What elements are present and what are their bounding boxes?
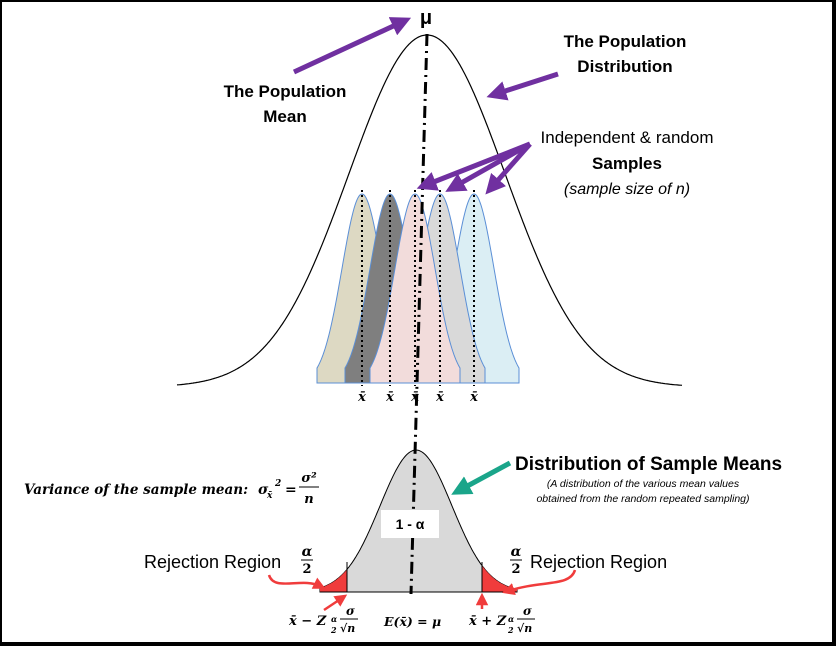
rejection-region-right-label: Rejection Region: [530, 552, 667, 572]
upper-sqrt-n: √n: [517, 622, 532, 635]
lower-sigma: σ: [346, 604, 355, 618]
mu-label: μ: [420, 7, 432, 29]
variance-label: Variance of the sample mean:: [24, 482, 248, 498]
sample-mean-label-3: x̄: [410, 390, 419, 405]
sample-mean-label-2: x̄: [385, 390, 394, 405]
expectation-formula: E(x̄) = μ: [383, 614, 441, 629]
left-two: 2: [302, 562, 311, 577]
variance-lhs: σ: [258, 482, 269, 498]
samples-label-2: Samples: [592, 154, 662, 173]
rejection-region-left-label: Rejection Region: [144, 552, 281, 572]
sampling-distribution-sub-1: (A distribution of the various mean valu…: [547, 478, 740, 490]
arrow-to-mu: [292, 17, 412, 75]
svg-text:=: =: [285, 482, 297, 498]
population-distribution-curve: [176, 34, 683, 386]
rejection-region-left-area: [320, 569, 347, 592]
purple-arrows: [292, 17, 559, 195]
sample-mean-label-4: x̄: [435, 390, 444, 405]
upper-sub-alpha: α: [508, 614, 514, 624]
left-curved-arrow: [267, 574, 326, 589]
confidence-box: [381, 510, 439, 538]
population-mean-label-2: Mean: [263, 107, 306, 126]
population-mean-line: [409, 33, 429, 595]
arrow-to-population: [486, 71, 559, 101]
upper-bound-formula: x̄ + Z α 2 σ √n: [468, 604, 535, 635]
samples-label-3: (sample size of n): [564, 181, 690, 198]
variance-denominator: n: [304, 492, 313, 507]
confidence-label: 1 - α: [396, 516, 425, 532]
lower-bound-text: x̄ − Z: [288, 614, 327, 629]
lower-sqrt-n: √n: [340, 622, 355, 635]
variance-lhs-sub: x̄: [266, 491, 273, 501]
sample-mean-label-1: x̄: [357, 390, 366, 405]
samples-label-1: Independent & random: [541, 128, 714, 147]
sample-mean-lines: x̄ x̄ x̄ x̄ x̄: [357, 190, 478, 405]
arrow-to-sample-3: [485, 142, 532, 195]
teal-arrow: [451, 460, 512, 495]
sampling-distribution-title: Distribution of Sample Means: [515, 454, 782, 475]
right-alpha: α: [511, 544, 522, 560]
lower-bound-arrow: [323, 594, 348, 612]
lower-sub-alpha: α: [331, 614, 337, 624]
red-arrows: [267, 569, 577, 612]
variance-formula: Variance of the sample mean: σ x̄ 2 = σ²…: [24, 471, 319, 507]
rejection-region-right-area: [482, 565, 517, 592]
sample-distribution-3: [369, 193, 461, 384]
arrow-to-sample-2: [445, 141, 532, 192]
population-distribution-label-2: Distribution: [577, 57, 672, 76]
lower-sub-two: 2: [330, 625, 337, 635]
variance-lhs-sup: 2: [274, 479, 281, 489]
sample-distributions: [316, 193, 520, 384]
arrow-to-sample-1: [416, 141, 531, 191]
sampling-distribution-sub-2: obtained from the random repeated sampli…: [536, 493, 749, 505]
upper-bound-text: x̄ + Z: [468, 614, 507, 629]
right-two: 2: [511, 562, 520, 577]
population-distribution-label-1: The Population: [564, 32, 687, 51]
sample-mean-label-5: x̄: [469, 390, 478, 405]
right-curved-arrow: [502, 569, 577, 596]
population-mean-label-1: The Population: [224, 82, 347, 101]
variance-numerator: σ²: [301, 471, 317, 486]
upper-sigma: σ: [523, 604, 532, 618]
left-alpha: α: [302, 544, 313, 560]
lower-bound-formula: x̄ − Z α 2 σ √n: [288, 604, 358, 635]
upper-sub-two: 2: [507, 625, 514, 635]
